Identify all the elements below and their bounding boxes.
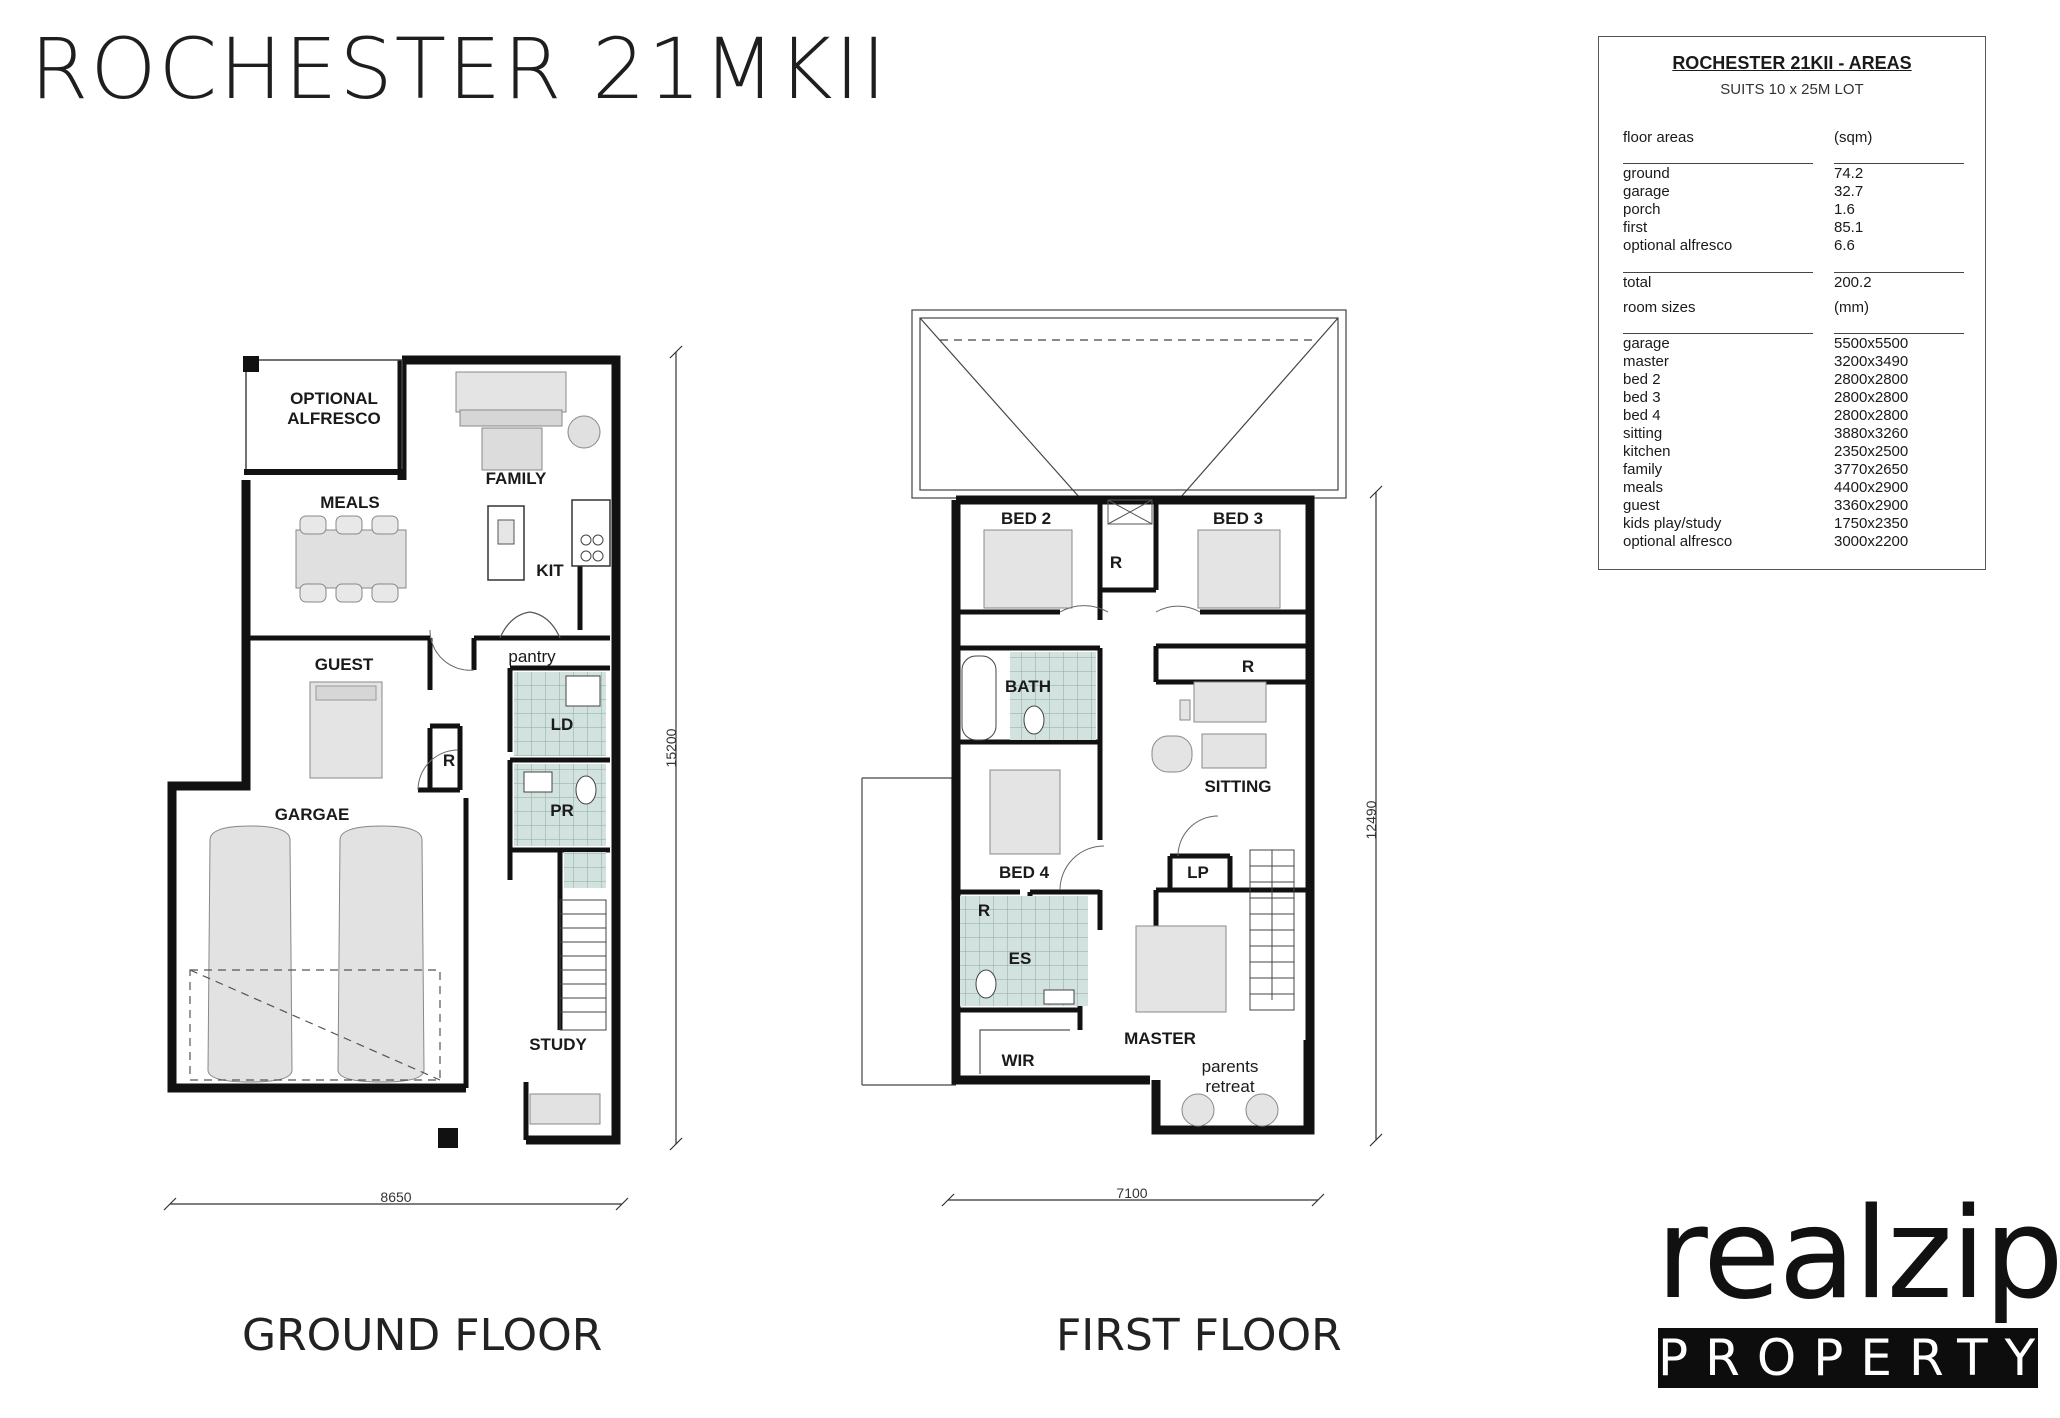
area-row-label: bed 3 [1623, 389, 1661, 406]
room-pr: PR [550, 801, 574, 820]
area-row-value: 3880x3260 [1834, 425, 1909, 442]
first-floor-plan [417, 309, 1383, 1207]
floor-areas-header-label: floor areas [1623, 129, 1694, 146]
room-lp: LP [1187, 863, 1209, 882]
ground-depth-dimension: 15200 [663, 728, 679, 767]
area-row-value: 3000x2200 [1834, 533, 1909, 550]
areas-table: ROCHESTER 21KII - AREAS SUITS 10 x 25M L… [1598, 36, 1986, 570]
logo-wordmark: realzip [1656, 1180, 2060, 1327]
area-row-label: bed 2 [1623, 371, 1661, 388]
plan-title: ROCHESTER 21MKII [30, 20, 889, 118]
room-es: ES [1009, 949, 1032, 968]
first-width-dimension: 7100 [1116, 1185, 1147, 1201]
area-row-value: 3360x2900 [1834, 497, 1909, 514]
room-master: MASTER [1124, 1029, 1196, 1048]
area-row-label: master [1623, 353, 1669, 370]
room-wir: WIR [1001, 1051, 1034, 1070]
area-row-value: 3200x3490 [1834, 353, 1909, 370]
room-meals: MEALS [320, 493, 380, 512]
room-bed4: BED 4 [999, 863, 1050, 882]
area-row-value: 74.2 [1834, 165, 1864, 182]
area-row-value: 2800x2800 [1834, 389, 1909, 406]
area-row-value: 85.1 [1834, 219, 1864, 236]
room-pantry: pantry [508, 647, 556, 666]
ground-width-dimension: 8650 [380, 1189, 411, 1205]
area-row-label: meals [1623, 479, 1664, 496]
room-bath: BATH [1005, 677, 1051, 696]
area-row-value: 6.6 [1834, 237, 1855, 254]
realzip-logo: realzip PROPERTY [1656, 1180, 2060, 1400]
room-kit: KIT [536, 561, 564, 580]
room-sitting: SITTING [1204, 777, 1271, 796]
first-depth-dimension: 12490 [1363, 800, 1379, 839]
first-floor-label: FIRST FLOOR [1056, 1310, 1342, 1361]
room-sizes-header-unit: (mm) [1834, 299, 1869, 316]
room-garage: GARGAE [275, 805, 350, 824]
room-r-top: R [1110, 553, 1122, 572]
area-row-label: family [1623, 461, 1663, 478]
area-row-label: garage [1623, 183, 1670, 200]
ground-floor-label: GROUND FLOOR [242, 1310, 603, 1361]
room-r-low: R [978, 901, 990, 920]
area-row-label: kids play/study [1623, 515, 1722, 532]
room-bed3: BED 3 [1213, 509, 1263, 528]
area-row-value: 32.7 [1834, 183, 1864, 200]
area-row-label: garage [1623, 335, 1670, 352]
area-row-label: bed 4 [1623, 407, 1661, 424]
area-row-label: first [1623, 219, 1648, 236]
area-row-value: 2800x2800 [1834, 371, 1909, 388]
room-bed2: BED 2 [1001, 509, 1051, 528]
room-ld: LD [551, 715, 574, 734]
areas-table-subtitle: SUITS 10 x 25M LOT [1720, 81, 1864, 98]
logo-property-bar: PROPERTY [1658, 1328, 2053, 1388]
area-row-value: 2350x2500 [1834, 443, 1909, 460]
area-row-label: porch [1623, 201, 1661, 218]
area-row-label: optional alfresco [1623, 533, 1733, 550]
room-family: FAMILY [486, 469, 547, 488]
area-row-value: 2800x2800 [1834, 407, 1909, 424]
area-row-value: 5500x5500 [1834, 335, 1909, 352]
room-sizes-header-label: room sizes [1623, 299, 1696, 316]
room-r-ground: R [443, 751, 455, 770]
floor-areas-header-unit: (sqm) [1834, 129, 1873, 146]
room-guest: GUEST [315, 655, 374, 674]
first-outer-wall [951, 500, 1150, 1085]
area-row-value: 3770x2650 [1834, 461, 1909, 478]
total-label: total [1623, 274, 1652, 291]
area-row-value: 4400x2900 [1834, 479, 1909, 496]
ground-right-wall [402, 355, 621, 1145]
area-row-value: 1750x2350 [1834, 515, 1909, 532]
area-row-label: ground [1623, 165, 1670, 182]
ground-floor-plan [163, 345, 683, 1211]
room-optional-alfresco-line2: ALFRESCO [287, 409, 381, 428]
ground-outer-wall [167, 480, 466, 1093]
area-row-label: guest [1623, 497, 1660, 514]
total-value: 200.2 [1834, 274, 1872, 291]
room-parents-retreat-line1: parents [1202, 1057, 1259, 1076]
room-parents-retreat-line2: retreat [1205, 1077, 1254, 1096]
room-optional-alfresco-line1: OPTIONAL [290, 389, 378, 408]
room-study: STUDY [529, 1035, 587, 1054]
area-row-label: optional alfresco [1623, 237, 1733, 254]
area-row-label: kitchen [1623, 443, 1671, 460]
roof-outline [911, 309, 1347, 499]
areas-table-title: ROCHESTER 21KII - AREAS [1672, 53, 1912, 73]
area-row-label: sitting [1623, 425, 1663, 442]
area-row-value: 1.6 [1834, 201, 1855, 218]
room-r-mid: R [1242, 657, 1254, 676]
